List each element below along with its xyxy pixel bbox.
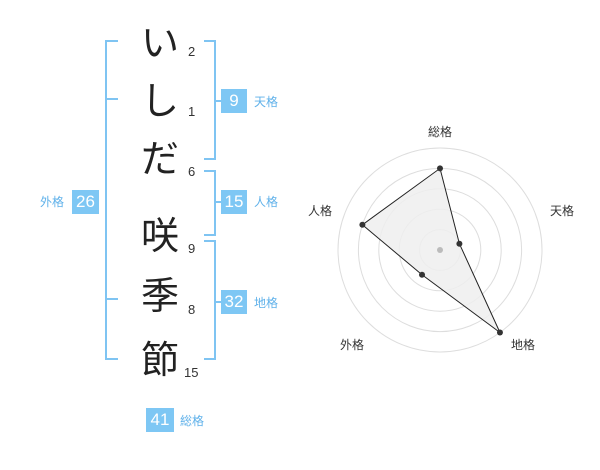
name-char-4: 咲 bbox=[140, 214, 179, 258]
name-char-3: だ bbox=[140, 137, 179, 181]
radar-point-4 bbox=[419, 271, 426, 278]
radar-axis-label-tenkaku: 天格 bbox=[550, 204, 575, 218]
radar-axis-label-soukaku: 総格 bbox=[428, 125, 453, 139]
radar-point-2 bbox=[456, 240, 463, 247]
gaikaku-label: 外格 bbox=[40, 195, 65, 209]
stroke-count-3: 6 bbox=[188, 164, 196, 179]
radar-center-dot bbox=[437, 247, 443, 253]
gaikaku-value-badge: 26 bbox=[72, 190, 99, 214]
radar-point-5 bbox=[359, 221, 366, 228]
radar-grid-ring bbox=[337, 147, 543, 353]
jinkaku-value-badge: 15 bbox=[221, 190, 247, 214]
radar-axis-label-jinkaku: 人格 bbox=[308, 204, 333, 218]
stroke-count-6: 15 bbox=[184, 365, 199, 380]
stroke-count-4: 9 bbox=[188, 241, 196, 256]
stroke-count-1: 2 bbox=[188, 44, 196, 59]
name-char-6: 節 bbox=[140, 338, 179, 382]
chikaku-value-badge: 32 bbox=[221, 290, 247, 314]
stroke-count-5: 8 bbox=[188, 302, 196, 317]
name-char-5: 季 bbox=[140, 274, 179, 318]
radar-axis-label-gaikaku: 外格 bbox=[340, 338, 365, 352]
radar-series-polygon bbox=[361, 167, 501, 333]
radar-point-1 bbox=[437, 165, 443, 172]
radar-point-3 bbox=[496, 329, 503, 336]
tenkaku-label: 天格 bbox=[254, 95, 279, 109]
tenkaku-value-badge: 9 bbox=[221, 89, 247, 113]
soukaku-label: 総格 bbox=[180, 414, 205, 428]
chikaku-label: 地格 bbox=[254, 296, 279, 310]
radar-axis-label-chikaku: 地格 bbox=[511, 338, 536, 352]
soukaku-value-badge: 41 bbox=[146, 408, 174, 432]
jinkaku-label: 人格 bbox=[254, 195, 279, 209]
name-char-1: い bbox=[140, 21, 179, 65]
stroke-count-2: 1 bbox=[188, 104, 196, 119]
name-char-2: し bbox=[140, 79, 179, 123]
